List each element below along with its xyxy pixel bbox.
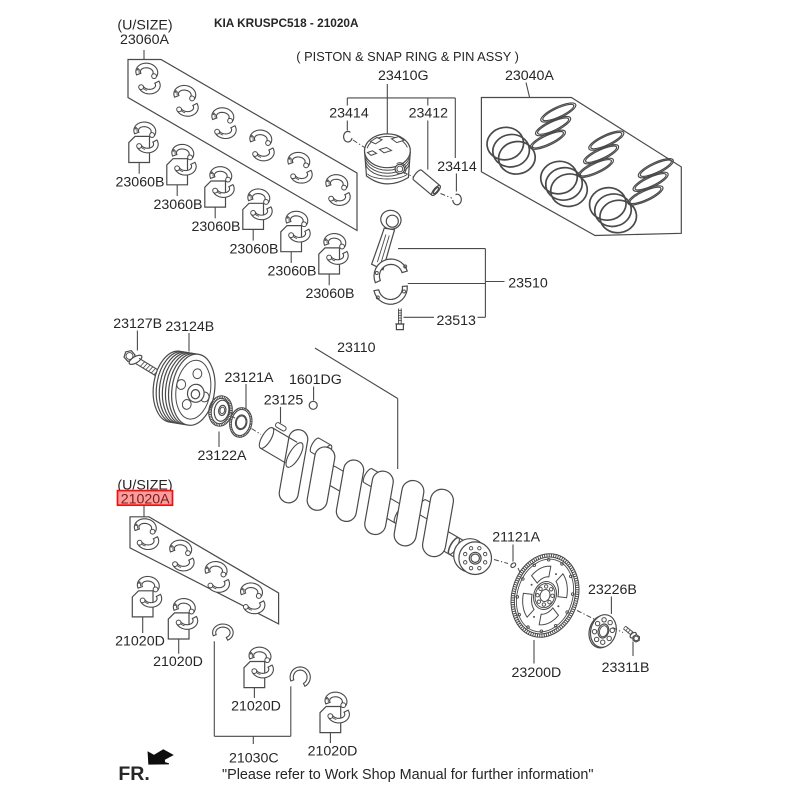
- svg-text:23226B: 23226B: [588, 582, 637, 598]
- svg-text:23412: 23412: [409, 106, 449, 122]
- svg-text:23060B: 23060B: [116, 175, 165, 191]
- svg-text:23124B: 23124B: [165, 319, 214, 335]
- svg-text:21020D: 21020D: [153, 654, 203, 670]
- svg-text:23414: 23414: [437, 159, 477, 175]
- svg-text:21020A: 21020A: [121, 492, 170, 508]
- svg-text:23060B: 23060B: [306, 286, 355, 302]
- svg-text:21020D: 21020D: [308, 744, 358, 760]
- svg-text:21020D: 21020D: [231, 698, 281, 714]
- svg-text:( PISTON & SNAP RING & PIN ASS: ( PISTON & SNAP RING & PIN ASSY ): [296, 49, 519, 64]
- svg-text:23414: 23414: [329, 106, 369, 122]
- svg-text:23040A: 23040A: [505, 68, 554, 84]
- svg-text:23200D: 23200D: [512, 665, 562, 681]
- svg-text:21121A: 21121A: [492, 530, 540, 546]
- svg-text:1601DG: 1601DG: [289, 372, 342, 388]
- svg-text:21020D: 21020D: [115, 634, 165, 650]
- svg-text:23127B: 23127B: [113, 316, 162, 332]
- svg-text:23110: 23110: [337, 340, 376, 356]
- svg-text:21030C: 21030C: [229, 750, 279, 766]
- svg-text:23510: 23510: [508, 276, 548, 292]
- svg-text:23060B: 23060B: [230, 241, 279, 257]
- svg-text:23311B: 23311B: [602, 660, 650, 676]
- svg-text:"Please refer to Work Shop Man: "Please refer to Work Shop Manual for fu…: [222, 767, 594, 783]
- svg-text:23060B: 23060B: [268, 264, 317, 280]
- svg-text:23410G: 23410G: [378, 68, 429, 84]
- svg-text:(U/SIZE): (U/SIZE): [117, 477, 172, 493]
- svg-text:23122A: 23122A: [198, 448, 247, 464]
- svg-text:23060B: 23060B: [192, 219, 241, 235]
- svg-text:KIA KRUSPC518 - 21020A: KIA KRUSPC518 - 21020A: [214, 16, 359, 30]
- svg-text:FR.: FR.: [118, 763, 149, 785]
- svg-text:23121A: 23121A: [225, 370, 274, 386]
- svg-text:(U/SIZE): (U/SIZE): [117, 18, 172, 34]
- svg-text:23125: 23125: [264, 393, 304, 409]
- svg-text:23060A: 23060A: [120, 32, 169, 48]
- svg-text:23060B: 23060B: [154, 197, 203, 213]
- svg-text:23513: 23513: [436, 313, 476, 329]
